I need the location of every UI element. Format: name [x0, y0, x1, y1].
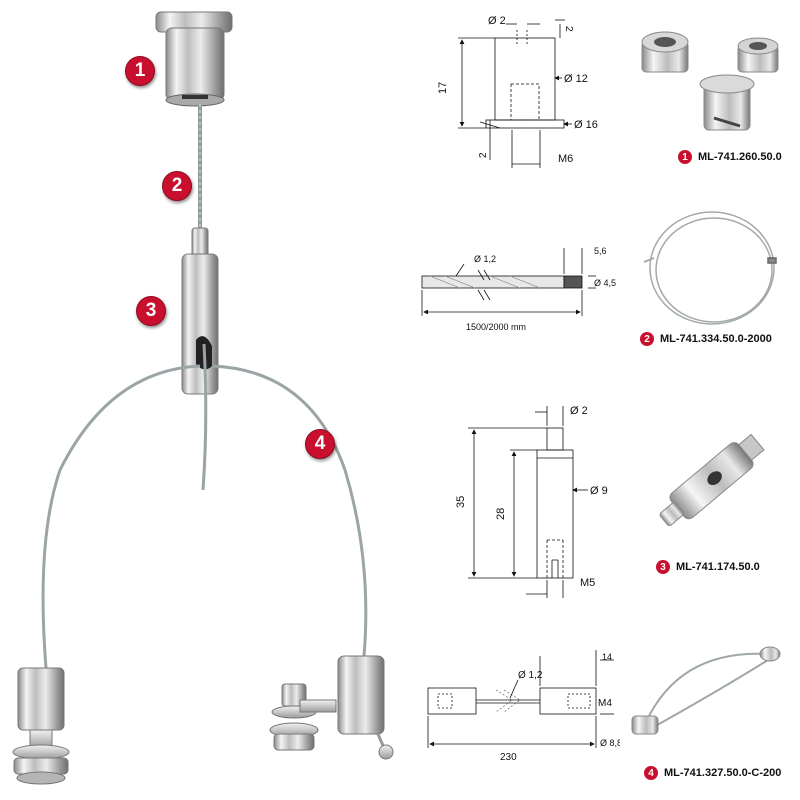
dim1-top-gap: 2	[563, 26, 574, 32]
dim2-sleeve-len: 5,6	[594, 246, 607, 256]
dim1-height: 17	[437, 82, 449, 94]
dim1-flange-thk: 2	[478, 152, 489, 158]
dim3-dia-body: Ø 9	[590, 485, 608, 497]
cable-gripper	[181, 227, 219, 395]
dim4-thread: M4	[598, 698, 612, 709]
right-end-fitting	[337, 655, 394, 760]
technical-drawings: Ø 2 2 17 Ø 12 Ø 16 2 M6 Ø 1,2 1500/2000 …	[421, 15, 620, 763]
dim3-thread: M5	[580, 577, 595, 589]
dim2-sleeve-dia: Ø 4,5	[594, 278, 616, 288]
product-number-badge-3: 3	[656, 560, 670, 574]
dim3-height-body: 28	[495, 508, 507, 520]
dim4-dia-wire: Ø 1,2	[518, 670, 543, 681]
drawing-canopy	[458, 19, 572, 168]
ceiling-canopy	[155, 11, 233, 107]
product-code-4: 4 ML-741.327.50.0-C-200	[644, 766, 781, 780]
dim4-end-len: 14	[602, 652, 612, 662]
product-code-text: ML-741.174.50.0	[676, 561, 760, 573]
drawing-y-cable	[427, 650, 614, 748]
dim3-height-total: 35	[455, 496, 467, 508]
dim1-thread: M6	[558, 153, 573, 165]
photo-y-cable	[631, 646, 781, 735]
product-number-badge-4: 4	[644, 766, 658, 780]
product-code-2: 2 ML-741.334.50.0-2000	[640, 332, 772, 346]
callout-badge-4: 4	[305, 429, 335, 459]
product-code-text: ML-741.260.50.0	[698, 151, 782, 163]
drawing-cable	[421, 248, 596, 316]
callout-badge-2: 2	[162, 171, 192, 201]
product-number-badge-2: 2	[640, 332, 654, 346]
product-code-text: ML-741.334.50.0-2000	[660, 333, 772, 345]
callout-badge-1: 1	[125, 56, 155, 86]
dim1-dia-flange: Ø 16	[574, 119, 598, 131]
dim3-dia-top: Ø 2	[570, 405, 588, 417]
product-code-1: 1 ML-741.260.50.0	[678, 150, 782, 164]
photo-canopy-parts	[641, 31, 779, 131]
product-code-3: 3 ML-741.174.50.0	[656, 560, 760, 574]
product-number-badge-1: 1	[678, 150, 692, 164]
dim4-length: 230	[500, 752, 517, 763]
photo-gripper	[659, 433, 765, 526]
dim4-dia-end: Ø 8,8	[600, 738, 620, 748]
callout-badge-3: 3	[136, 296, 166, 326]
drawing-gripper	[468, 406, 588, 598]
dim2-length: 1500/2000 mm	[466, 322, 526, 332]
y-cable	[41, 364, 368, 669]
photo-cable-coil	[643, 211, 777, 325]
dim2-dia-wire: Ø 1,2	[474, 254, 496, 264]
assembly-illustration	[12, 11, 394, 785]
product-photos	[631, 31, 781, 735]
product-code-text: ML-741.327.50.0-C-200	[664, 767, 782, 779]
dim1-dia-body: Ø 12	[564, 73, 588, 85]
left-end-fitting	[12, 667, 70, 785]
loose-screw	[269, 683, 337, 751]
dim1-dia-top: Ø 2	[488, 15, 506, 27]
